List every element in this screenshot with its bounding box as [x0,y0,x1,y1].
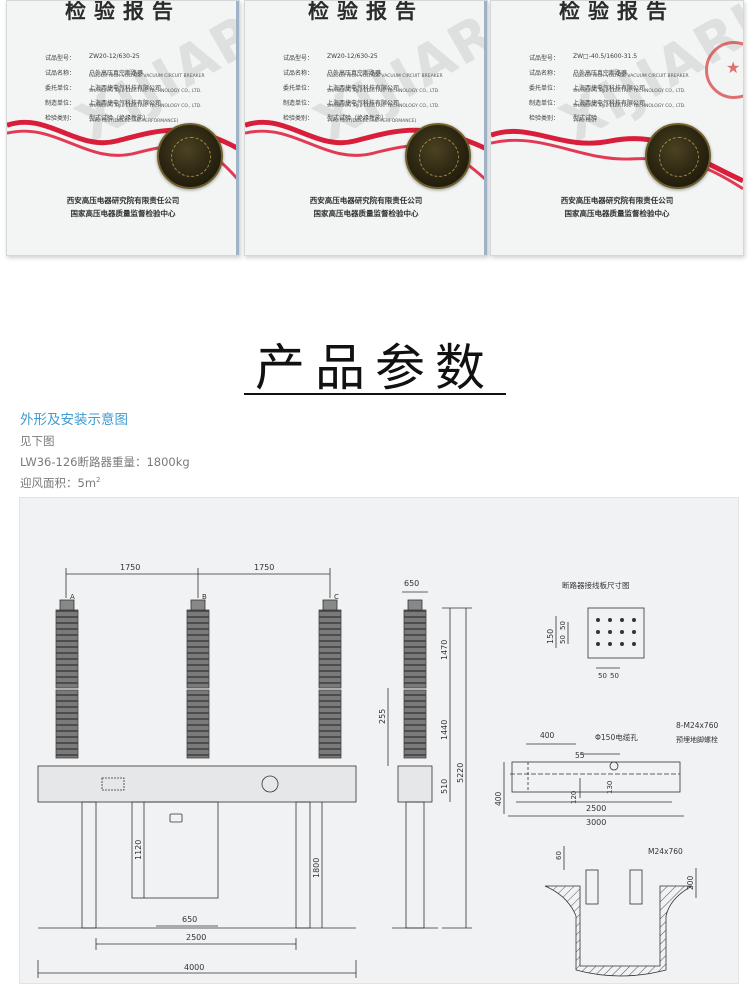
dim-side-255: 255 [378,709,387,724]
issuing-org: 西安高压电器研究院有限责任公司 [66,196,180,205]
section-title: 产品参数 [255,339,495,397]
phase-a-label: A [70,593,75,601]
issuing-center: 国家高压电器质量监督检验中心 [313,209,419,218]
foundation-bolt-label: M24x760 [648,847,683,856]
dim-leg-height: 1800 [312,858,321,878]
dim-cabinet-width: 650 [182,915,197,924]
terminal-pad [587,607,645,659]
dim-phase-spacing-2: 1750 [254,563,274,572]
certificate-title: 检验报告 [308,0,424,23]
insulator-c-lower [318,689,342,759]
dim-term-50d: 50 [610,672,619,680]
dim-term-50b: 50 [559,635,567,644]
phase-b-label: B [202,593,207,601]
info-see-below: 见下图 [20,434,55,448]
plan-bolt-note: 预埋地脚螺栓 [676,735,718,744]
nameplate [101,777,125,791]
terminal-holes [596,618,636,646]
drawing-svg: A B C 1750 1750 1120 650 2500 4000 1800 … [37,563,718,978]
installation-drawing: A B C 1750 1750 1120 650 2500 4000 1800 … [19,497,739,984]
leg-right [295,801,311,929]
issuing-org: 西安高压电器研究院有限责任公司 [560,196,674,205]
insulator-c-upper [318,609,342,689]
inspection-window [261,775,279,793]
plan-130: 130 [606,781,614,794]
wax-seal-icon [405,123,471,189]
insulator-a-lower [55,689,79,759]
terminal-title: 断路器接线板尺寸图 [562,580,630,590]
certificate-gallery: 检验报告 XIJIARI 试品型号：ZW20-12/630-25 试品名称：户外… [0,0,750,262]
dim-phase-spacing-1: 1750 [120,563,140,572]
dim-term-150: 150 [546,629,555,644]
info-wind-area: 迎风面积：5m2 [20,476,101,490]
test-certificate-1[interactable]: 检验报告 XIJIARI 试品型号：ZW20-12/630-25 试品名称：户外… [6,0,240,256]
dim-base-length: 4000 [184,963,204,972]
foundation-section [544,885,693,977]
field-model: 试品型号：ZW□-40.5/1600-31.5 [529,53,638,62]
leg-left [81,801,97,929]
plan-bolt-label: 8-M24x760 [676,721,718,730]
plan-hole-label: Φ150电缆孔 [595,732,638,742]
insulator-a-upper [55,609,79,689]
foundation-plan [511,761,681,793]
dim-side-top-width: 650 [404,579,419,588]
main-frame [37,765,357,803]
info-title: 外形及安装示意图 [20,412,128,428]
field-test-type: 检验类别：型式试验（绝缘性能）TYPE TEST(DIELECTRIC PERF… [283,115,417,124]
wax-seal-icon [645,123,711,189]
dim-term-50c: 50 [598,672,607,680]
plan-3000: 3000 [586,818,606,827]
certificate-title: 检验报告 [65,0,181,23]
plan-400-top: 400 [540,731,555,740]
test-certificate-2[interactable]: 检验报告 XIJIARI 试品型号：ZW20-12/630-25 试品名称：户外… [244,0,488,256]
field-model: 试品型号：ZW20-12/630-25 [283,53,378,62]
dim-term-50a: 50 [559,621,567,630]
wax-seal-icon [157,123,223,189]
dim-side-1470: 1470 [440,640,449,660]
red-stamp-icon [705,41,743,99]
insulator-b-lower [186,689,210,759]
issuing-center: 国家高压电器质量监督检验中心 [70,209,176,218]
dim-side-5220: 5220 [456,763,465,783]
field-test-type: 检验类别：型式试验（绝缘性能）TYPE TEST(DIELECTRIC PERF… [45,115,179,124]
plan-2500: 2500 [586,804,606,813]
info-weight: LW36-126断路器重量：1800kg [20,455,190,469]
side-insulator-lower [403,689,427,759]
foundation-200: 200 [686,875,695,890]
dim-side-510: 510 [440,779,449,794]
test-certificate-3[interactable]: 检验报告 XIJIARI 试品型号：ZW□-40.5/1600-31.5 试品名… [490,0,744,256]
dim-cabinet-height: 1120 [134,840,143,860]
page-edge [484,1,487,255]
insulator-b-upper [186,609,210,689]
foundation-60: 60 [555,851,563,860]
plan-120: 120 [570,791,578,804]
phase-c-label: C [334,593,339,601]
field-model: 试品型号：ZW20-12/630-25 [45,53,140,62]
side-insulator-upper [403,609,427,689]
certificate-title: 检验报告 [559,0,675,23]
dim-side-1440: 1440 [440,720,449,740]
plan-400-side: 400 [494,791,503,806]
issuing-center: 国家高压电器质量监督检验中心 [564,209,670,218]
section-underline [244,393,506,395]
plan-55: 55 [575,751,585,760]
page-edge [236,1,239,255]
operating-cabinet [131,801,219,899]
dim-leg-spacing: 2500 [186,933,206,942]
issuing-org: 西安高压电器研究院有限责任公司 [309,196,423,205]
